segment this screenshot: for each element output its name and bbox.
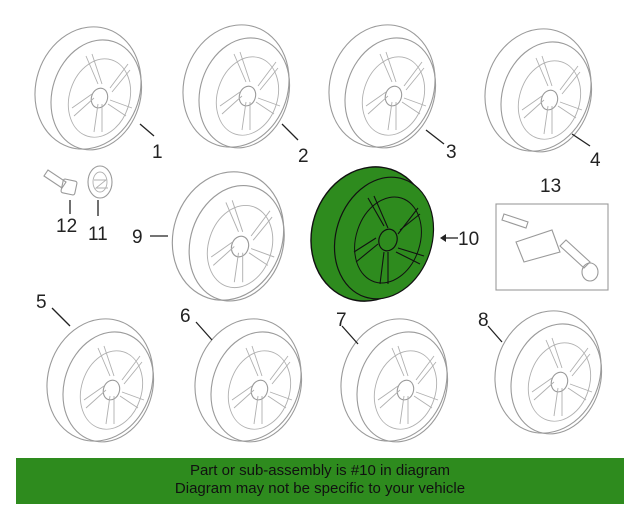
wheel-7[interactable]: 7 [324,304,464,456]
callout-8: 8 [478,310,489,331]
wheel-5[interactable]: 5 [30,292,170,456]
info-banner: Part or sub-assembly is #10 in diagram D… [16,458,624,504]
callout-4: 4 [590,150,601,171]
callout-5: 5 [36,292,47,313]
wheel-10-highlighted[interactable]: 10 [294,151,479,316]
wheel-bolt-12[interactable]: 12 [43,169,78,237]
wheel-1[interactable]: 1 [18,12,163,164]
tpms-sensor-13[interactable]: 13 [495,176,609,291]
callout-12: 12 [56,216,77,237]
callout-6: 6 [180,306,191,327]
parts-diagram: 1 2 3 4 12 11 9 [18,10,618,456]
callout-13: 13 [540,176,561,197]
wheel-8[interactable]: 8 [478,296,618,448]
wheel-9[interactable]: 9 [132,156,301,316]
wheel-4[interactable]: 4 [468,14,608,171]
banner-line-1: Part or sub-assembly is #10 in diagram [189,462,451,479]
callout-1: 1 [152,142,163,163]
callout-2: 2 [298,146,309,167]
wheel-2[interactable]: 2 [166,10,309,167]
callout-9: 9 [132,227,143,248]
callout-7: 7 [336,310,347,331]
banner-line-2: Diagram may not be specific to your vehi… [174,480,466,497]
callout-11: 11 [88,224,108,245]
callout-3: 3 [446,142,457,163]
callout-10: 10 [458,229,479,250]
center-cap-11[interactable]: 11 [87,165,113,245]
wheel-3[interactable]: 3 [312,10,457,163]
wheel-6[interactable]: 6 [178,304,318,456]
